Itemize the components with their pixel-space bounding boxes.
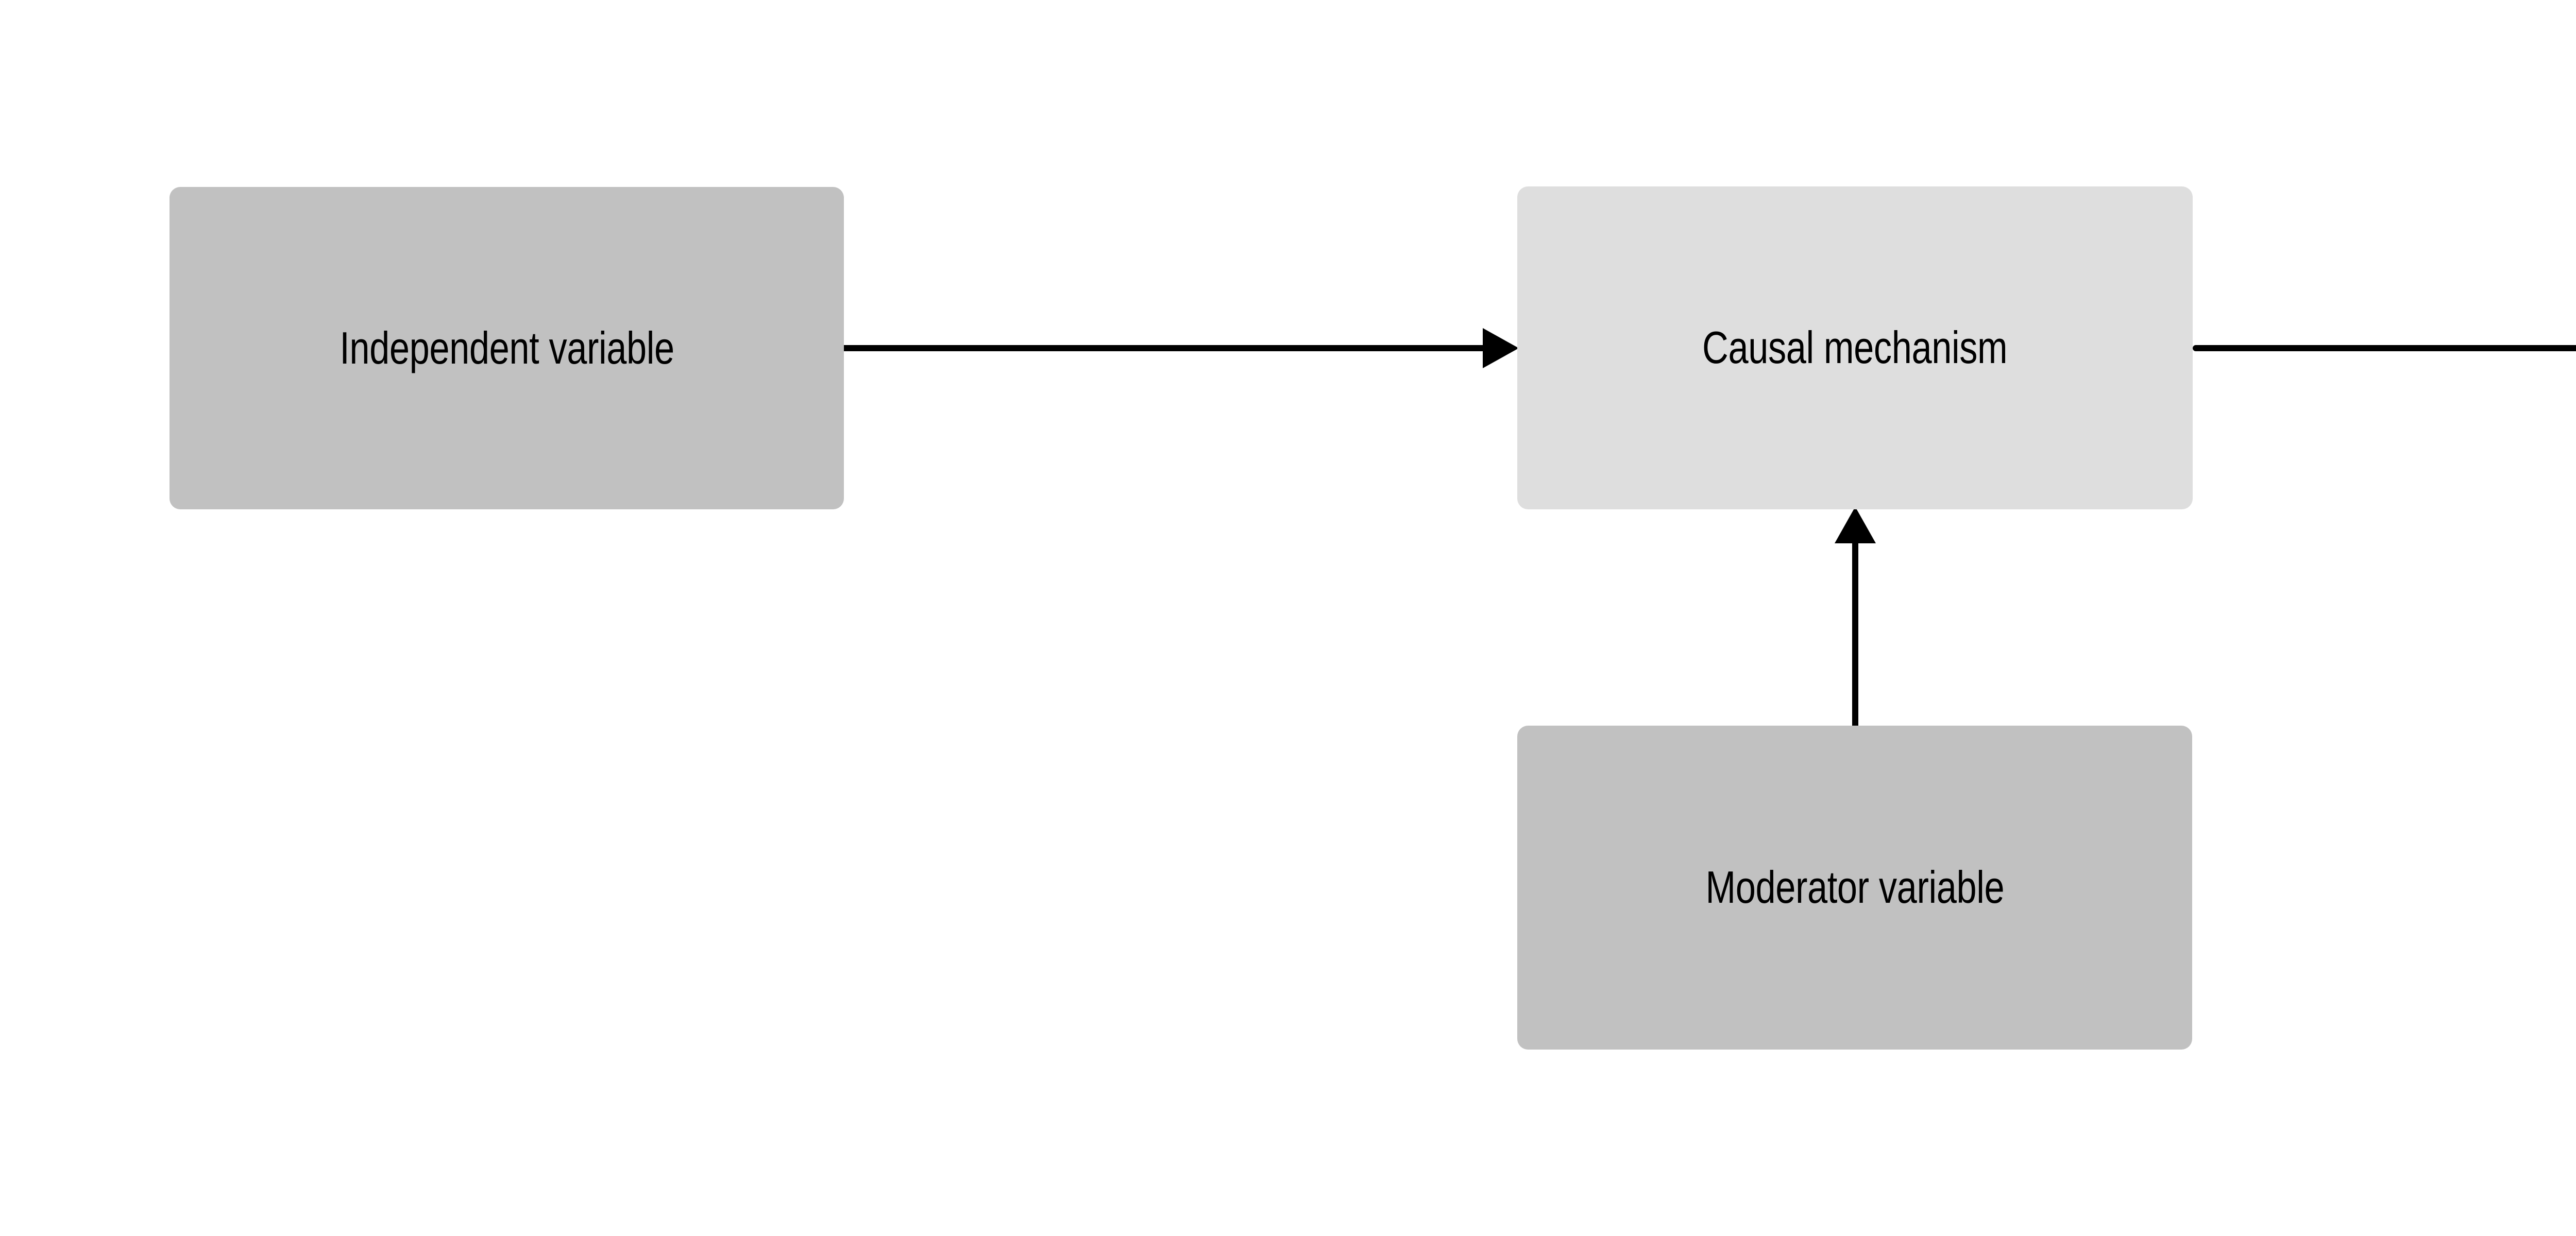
arrow-independent-to-causal bbox=[838, 328, 1519, 368]
node-label-causal-mechanism: Causal mechanism bbox=[1702, 322, 2008, 373]
node-independent-variable[interactable]: Independent variable bbox=[170, 187, 844, 509]
node-label-moderator-variable: Moderator variable bbox=[1705, 862, 2004, 913]
arrow-causal-to-dependent bbox=[2193, 345, 2576, 351]
node-causal-mechanism[interactable]: Causal mechanism bbox=[1517, 186, 2193, 509]
arrow-moderator-to-causal bbox=[1835, 507, 1876, 729]
node-label-independent-variable: Independent variable bbox=[339, 322, 674, 373]
arrowhead-icon bbox=[1835, 507, 1876, 543]
arrowhead-icon bbox=[1483, 328, 1519, 368]
node-moderator-variable[interactable]: Moderator variable bbox=[1517, 726, 2192, 1050]
